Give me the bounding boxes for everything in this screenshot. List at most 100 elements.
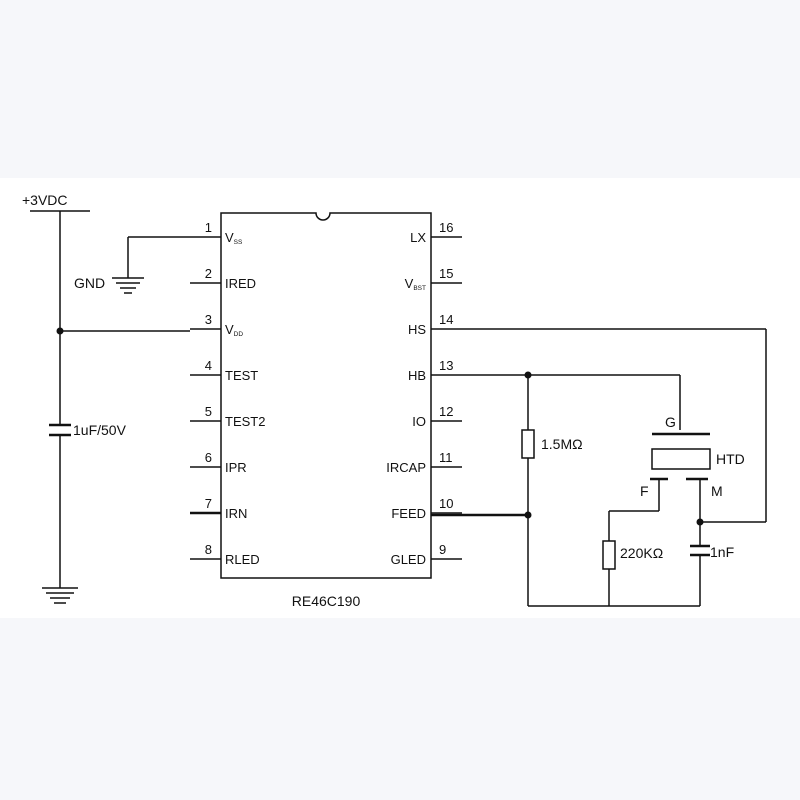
resistor-feed [602, 540, 616, 570]
horn-m-label: M [711, 483, 723, 499]
pin-label-text: LX [410, 230, 426, 245]
pin-label-right-4: HB [408, 368, 426, 383]
pin-number: 6 [205, 450, 212, 465]
pin-label-text: RLED [225, 552, 260, 567]
pin-number: 9 [439, 542, 446, 557]
pin-number: 7 [205, 496, 212, 511]
pin-label-right-7: FEED [391, 506, 426, 521]
pin-label-subscript: DD [234, 331, 244, 338]
pin-number: 2 [205, 266, 212, 281]
pin-label-text: V [225, 230, 234, 245]
pin-label-text: HB [408, 368, 426, 383]
pin-label-text: TEST2 [225, 414, 265, 429]
resistor-hb-label: 1.5MΩ [541, 436, 583, 452]
pin-number: 12 [439, 404, 453, 419]
pin-label-left-1: VSS [225, 230, 243, 246]
pin-label-text: IRCAP [386, 460, 426, 475]
pin-label-text: IRED [225, 276, 256, 291]
pin-number: 10 [439, 496, 453, 511]
pin-label-right-6: IRCAP [386, 460, 426, 475]
horn-f-label: F [640, 483, 649, 499]
pin-label-left-3: VDD [225, 322, 243, 338]
pin-label-text: V [405, 276, 414, 291]
pin-label-text: TEST [225, 368, 258, 383]
capacitor-supply [49, 423, 71, 437]
pin-label-text: V [225, 322, 234, 337]
wire-feed [431, 458, 700, 607]
pin-label-text: GLED [391, 552, 426, 567]
pin-label-left-6: IPR [225, 460, 247, 475]
ground-symbol-bottom [42, 587, 78, 604]
resistor-hb [521, 429, 535, 459]
capacitor-m [690, 544, 710, 557]
ic-part-number: RE46C190 [292, 593, 361, 609]
pin-label-left-7: IRN [225, 506, 247, 521]
horn-g-label: G [665, 414, 676, 430]
pin-number: 11 [439, 450, 453, 465]
pin-label-text: FEED [391, 506, 426, 521]
pin-label-right-8: GLED [391, 552, 426, 567]
wire-hs-to-m [462, 328, 767, 523]
diagram-background [0, 178, 800, 618]
pin-label-left-4: TEST [225, 368, 258, 383]
pin-label-text: HS [408, 322, 426, 337]
pin-label-subscript: SS [234, 239, 243, 246]
pin-number: 13 [439, 358, 453, 373]
pin-number: 1 [205, 220, 212, 235]
horn-label: HTD [716, 451, 745, 467]
capacitor-supply-label: 1uF/50V [73, 422, 127, 438]
pin-label-left-8: RLED [225, 552, 260, 567]
pin-number: 3 [205, 312, 212, 327]
pin-number: 5 [205, 404, 212, 419]
pin-label-left-5: TEST2 [225, 414, 265, 429]
junction-m [696, 518, 704, 526]
pin-label-right-2: VBST [405, 276, 426, 292]
junction-feed [524, 511, 532, 519]
pin-label-text: IPR [225, 460, 247, 475]
resistor-feed-label: 220KΩ [620, 545, 663, 561]
wire-f [608, 479, 660, 606]
gnd-label: GND [74, 275, 105, 291]
supply-rail [30, 210, 190, 588]
pin-label-subscript: BST [413, 285, 426, 292]
ground-wire-vss [127, 236, 190, 278]
pin-label-right-1: LX [410, 230, 426, 245]
pin-number: 15 [439, 266, 453, 281]
pin-label-right-3: HS [408, 322, 426, 337]
pin-number: 16 [439, 220, 453, 235]
wire-hb [462, 371, 681, 430]
ic-body [220, 212, 432, 579]
pin-number: 4 [205, 358, 212, 373]
pin-number: 14 [439, 312, 453, 327]
ground-symbol-gnd [112, 277, 144, 294]
supply-label: +3VDC [22, 192, 68, 208]
junction-vdd [56, 327, 64, 335]
pin-label-text: IO [412, 414, 426, 429]
wire-m [696, 479, 704, 606]
horn-transducer [650, 432, 711, 481]
junction-hb [524, 371, 532, 379]
pin-label-text: IRN [225, 506, 247, 521]
pin-number: 8 [205, 542, 212, 557]
pin-label-right-5: IO [412, 414, 426, 429]
capacitor-m-label: 1nF [710, 544, 734, 560]
pin-label-left-2: IRED [225, 276, 256, 291]
